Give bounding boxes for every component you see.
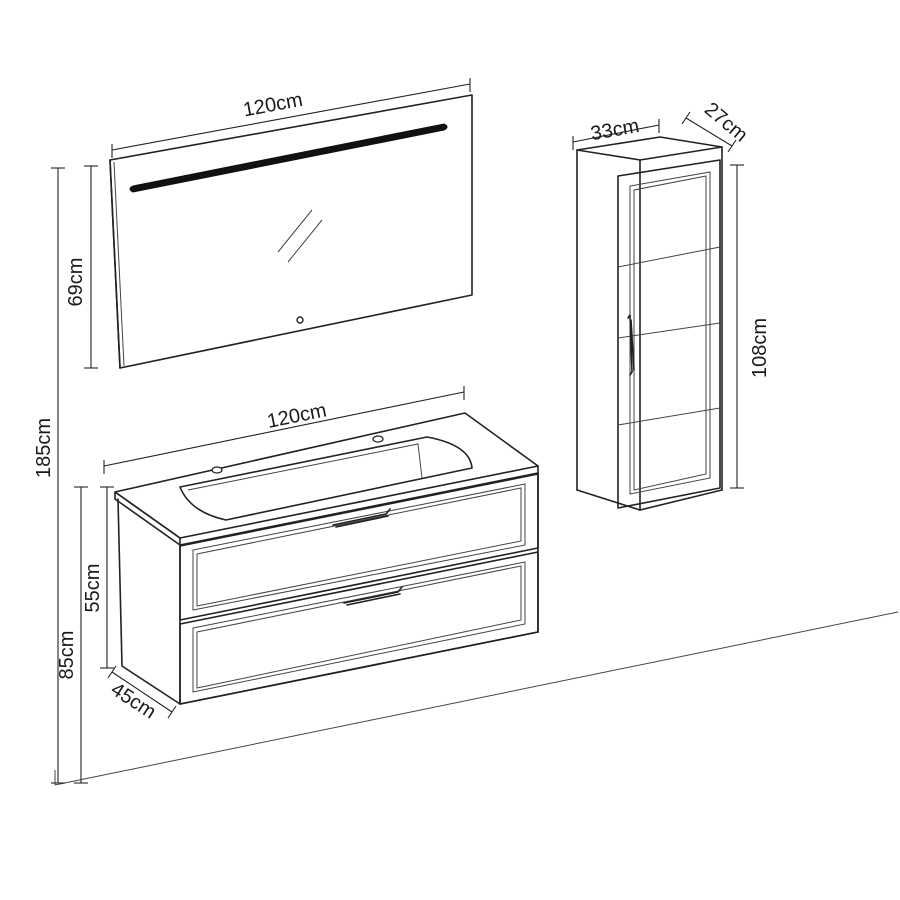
vanity-width-dimension — [103, 386, 465, 474]
drawer-handle-icon — [332, 508, 391, 528]
cabinet-depth-dimension — [681, 111, 737, 153]
mirror-led-strip — [129, 123, 448, 193]
mirror-touch-sensor-icon — [296, 316, 304, 324]
mirror-reflection-mark — [287, 219, 323, 263]
vanity-lower-drawer — [179, 551, 539, 705]
vanity-depth-dimension — [107, 665, 177, 719]
tall-side-cabinet — [576, 136, 723, 511]
total-height-label: 185cm — [33, 418, 55, 478]
vanity-width-label: 120cm — [265, 399, 328, 433]
vanity-height-label: 55cm — [82, 564, 104, 613]
cabinet-door — [617, 159, 721, 509]
mirror-width-dimension — [111, 78, 471, 158]
drawer-handle-icon — [343, 586, 403, 606]
cabinet-handle-icon — [627, 314, 635, 376]
mirror-height-label: 69cm — [65, 258, 87, 307]
vanity-height-dimension — [100, 486, 114, 669]
vanity-tap-hole — [211, 466, 223, 474]
total-height-dimension — [51, 167, 65, 784]
vanity-tap-hole — [372, 435, 384, 443]
cabinet-depth-label: 27cm — [700, 98, 752, 146]
vanity-basin — [179, 436, 473, 521]
vanity-upper-drawer — [179, 473, 539, 621]
led-mirror — [109, 94, 473, 369]
floor-outline — [54, 611, 899, 786]
cabinet-shelves — [617, 246, 721, 426]
vanity-floor-height-dimension — [74, 486, 88, 784]
cabinet-height-dimension — [730, 164, 744, 489]
cabinet-width-dimension — [572, 119, 660, 150]
vanity-floor-height-label: 85cm — [56, 631, 78, 680]
mirror-height-dimension — [84, 165, 98, 369]
vanity-unit — [114, 412, 539, 705]
cabinet-height-label: 108cm — [749, 318, 771, 378]
mirror-reflection-mark — [277, 209, 313, 253]
